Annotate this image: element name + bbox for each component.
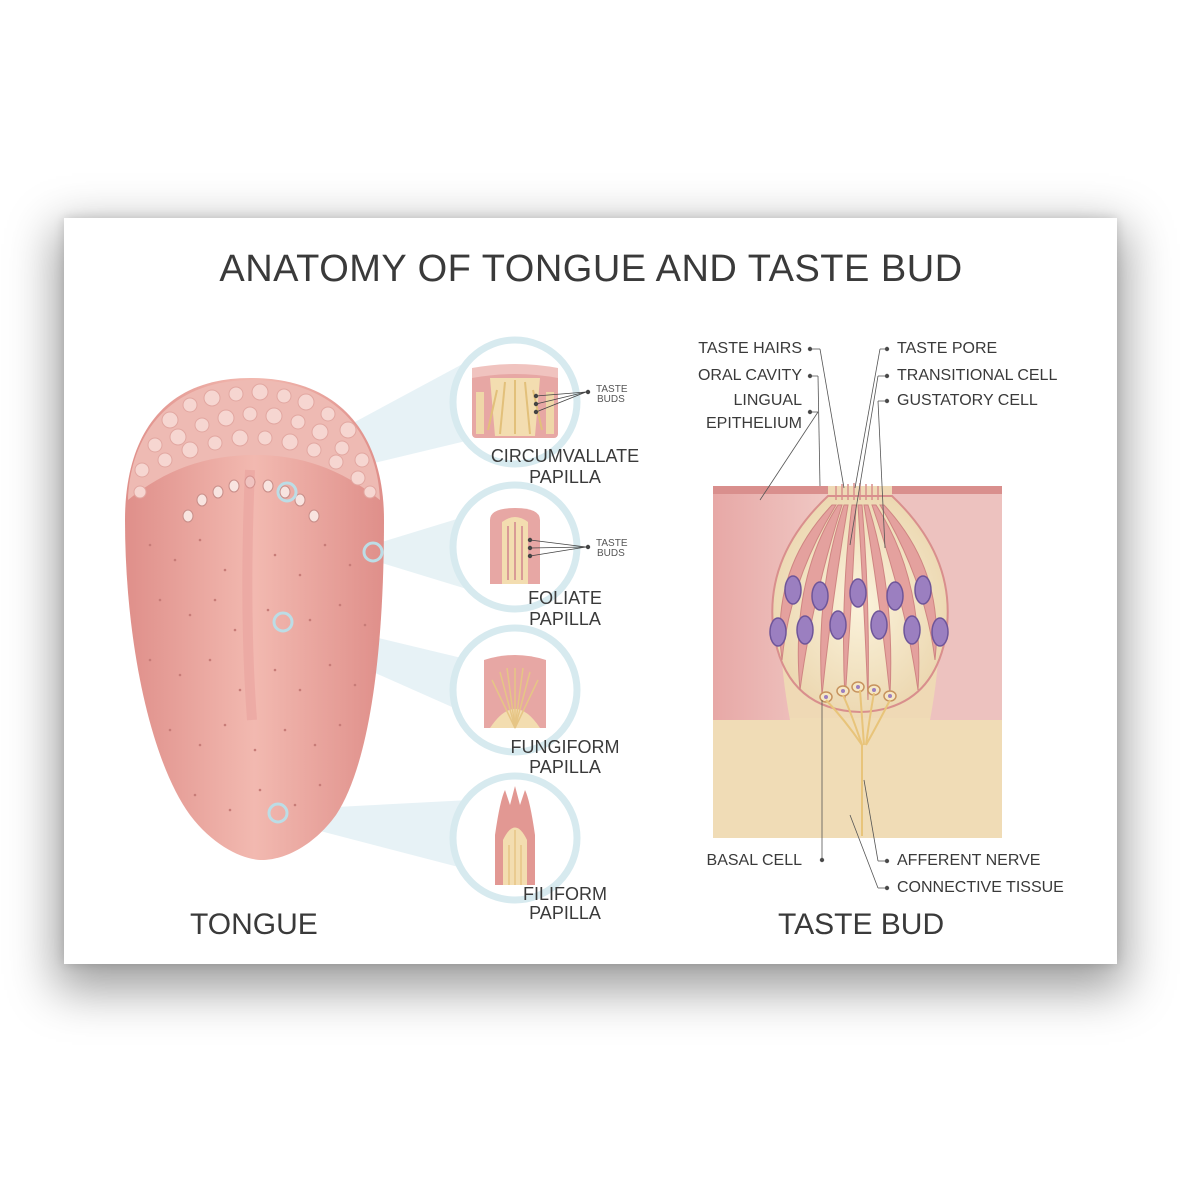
page-title: ANATOMY OF TONGUE AND TASTE BUD: [219, 248, 963, 290]
tongue-section-title: TONGUE: [190, 908, 318, 941]
fungiform-label-2: PAPILLA: [529, 757, 601, 777]
label-taste-hairs: TASTE HAIRS: [698, 340, 802, 357]
label-connective-tissue: CONNECTIVE TISSUE: [897, 879, 1064, 896]
label-transitional-cell: TRANSITIONAL CELL: [897, 367, 1058, 384]
taste-bud-section-title: TASTE BUD: [778, 908, 945, 941]
label-gustatory-cell: GUSTATORY CELL: [897, 392, 1038, 409]
fungiform-papilla-illustration: [484, 655, 546, 729]
taste-buds-label-2b: BUDS: [597, 548, 625, 559]
filiform-label-1: FILIFORM: [523, 884, 607, 904]
tongue-illustration: [125, 378, 384, 860]
circumvallate-label-1: CIRCUMVALLATE: [490, 446, 640, 466]
circumvallate-label-2: PAPILLA: [529, 467, 601, 487]
taste-bud-illustration: [713, 483, 1002, 838]
taste-buds-label-1b: BUDS: [597, 394, 625, 405]
filiform-label-2: PAPILLA: [529, 903, 601, 923]
circumvallate-papilla-illustration: [472, 364, 558, 438]
foliate-papilla-illustration: [490, 508, 540, 584]
filiform-papilla-illustration: [495, 786, 535, 885]
label-lingual: LINGUAL: [733, 392, 802, 409]
label-oral-cavity: ORAL CAVITY: [697, 367, 802, 384]
taste-bud-leader-lines: [759, 346, 890, 891]
taste-buds-pointers: [527, 389, 591, 559]
foliate-label-2: PAPILLA: [529, 609, 601, 629]
taste-buds-label-1a: TASTE: [596, 384, 628, 395]
label-epithelium: EPITHELIUM: [705, 415, 802, 432]
label-taste-pore: TASTE PORE: [897, 340, 998, 357]
fungiform-label-1: FUNGIFORM: [510, 737, 620, 757]
foliate-label-1: FOLIATE: [528, 588, 602, 608]
label-afferent-nerve: AFFERENT NERVE: [897, 852, 1041, 869]
label-basal-cell: BASAL CELL: [706, 852, 802, 869]
taste-buds-label-2a: TASTE: [596, 538, 628, 549]
